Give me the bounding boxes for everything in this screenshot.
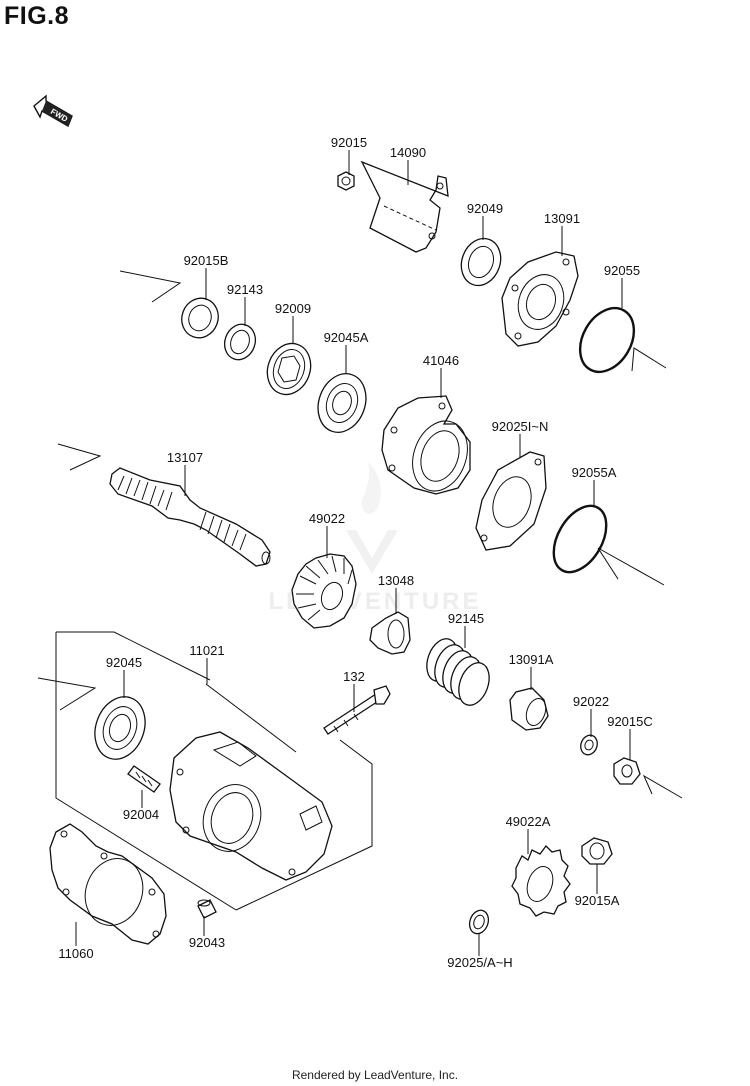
callout-92049: 92049 — [467, 201, 503, 216]
part-41046-housing — [381, 395, 471, 495]
part-11021-gear-case — [169, 731, 333, 881]
callout-92015B: 92015B — [184, 253, 229, 268]
callout-92045: 92045 — [106, 655, 142, 670]
part-49022A-gear — [511, 845, 571, 917]
callout-92025-A-H: 92025/A~H — [447, 955, 512, 970]
callout-132: 132 — [343, 669, 365, 684]
part-13048-coupling — [369, 611, 411, 655]
part-132-bolt — [323, 685, 391, 735]
callout-92004: 92004 — [123, 807, 159, 822]
callout-13048: 13048 — [378, 573, 414, 588]
callout-92145: 92145 — [448, 611, 484, 626]
footer-credit: Rendered by LeadVenture, Inc. — [291, 1068, 459, 1082]
callout-92025I-N: 92025I~N — [492, 419, 549, 434]
part-92045A-ball-bearing — [317, 373, 367, 433]
callout-14090: 14090 — [390, 145, 426, 160]
figure-title: FIG.8 — [4, 2, 70, 30]
part-92022-washer — [580, 734, 598, 756]
part-92004-stud — [127, 765, 161, 793]
part-11060-gasket — [49, 823, 167, 945]
callout-92043: 92043 — [189, 935, 225, 950]
part-13107-shaft — [109, 467, 271, 567]
part-92049-oil-seal — [460, 237, 502, 287]
part-92055A-o-ring — [552, 504, 608, 574]
part-92009-shim — [266, 342, 312, 396]
callout-49022: 49022 — [309, 511, 345, 526]
callout-92055: 92055 — [604, 263, 640, 278]
part-13091A-bushing — [509, 687, 549, 731]
part-49022-bevel-gear — [291, 553, 357, 629]
part-92055-o-ring — [578, 307, 636, 373]
callout-92015A: 92015A — [575, 893, 620, 908]
callout-92009: 92009 — [275, 301, 311, 316]
part-92015-nut — [337, 171, 355, 191]
part-92145-spring — [426, 638, 490, 706]
part-92015A-nut — [581, 837, 613, 865]
callout-92143: 92143 — [227, 282, 263, 297]
callout-13107: 13107 — [167, 450, 203, 465]
part-14090-cover — [360, 160, 449, 253]
part-92143-collar — [223, 323, 257, 361]
callout-13091A: 13091A — [509, 652, 554, 667]
callout-41046: 41046 — [423, 353, 459, 368]
part-92043-pin — [197, 899, 217, 919]
callout-92055A: 92055A — [572, 465, 617, 480]
fwd-arrow-icon: FWD — [33, 94, 73, 128]
guide-lines — [37, 270, 683, 911]
callout-92045A: 92045A — [324, 330, 369, 345]
callout-13091: 13091 — [544, 211, 580, 226]
callout-92015: 92015 — [331, 135, 367, 150]
part-13091-bearing-holder — [501, 251, 579, 347]
callout-11021: 11021 — [189, 643, 224, 658]
part-92015C-nut — [613, 757, 641, 785]
part-92025-A-H-shim — [468, 909, 490, 935]
part-92015B-lock-nut — [181, 297, 219, 339]
callout-92015C: 92015C — [607, 714, 653, 729]
leader-lines — [75, 150, 631, 956]
callout-49022A: 49022A — [506, 814, 551, 829]
callout-11060: 11060 — [58, 946, 93, 961]
callout-92022: 92022 — [573, 694, 609, 709]
part-92025I-N-gasket — [475, 451, 547, 551]
callout-labels: 92015 14090 92049 13091 92055 92015B 921… — [58, 135, 652, 970]
part-92045-ball-bearing — [94, 696, 146, 760]
